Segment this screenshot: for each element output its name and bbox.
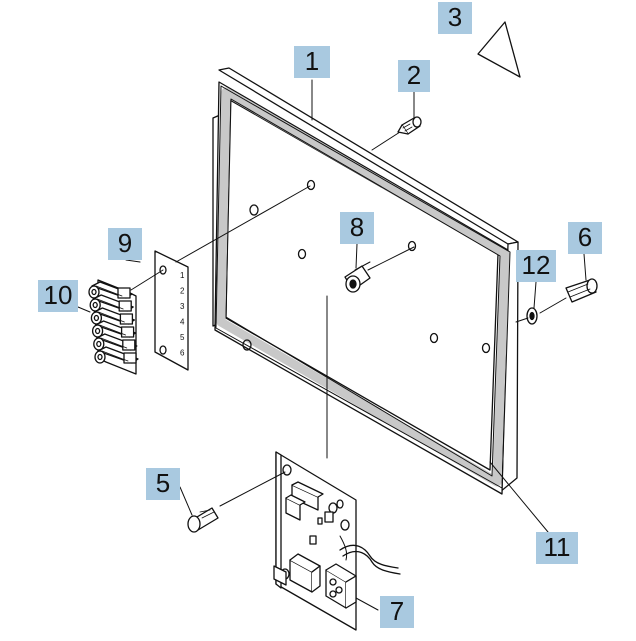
circuit-board — [273, 295, 401, 631]
spacer-sleeve — [344, 246, 415, 293]
panel-frame — [212, 67, 519, 495]
terminal-plate-number: 1 — [180, 271, 185, 280]
callout-8-label: 8 — [349, 212, 365, 242]
leader-lines — [77, 79, 587, 611]
terminal-plate-number: 2 — [180, 287, 185, 296]
callout-7-label: 7 — [389, 596, 405, 626]
callout-12: 12 — [516, 250, 556, 282]
terminal-plate-number: 5 — [180, 333, 185, 342]
callout-6-label: 6 — [577, 222, 593, 252]
triangle-symbol — [477, 21, 521, 78]
gasket-seal — [216, 87, 510, 487]
callout-9-label: 9 — [117, 228, 133, 258]
screw-top — [371, 116, 422, 151]
terminal-plate — [130, 185, 311, 371]
callout-5: 5 — [146, 468, 180, 500]
callout-12-label: 12 — [521, 250, 551, 280]
callout-6: 6 — [568, 222, 602, 254]
callout-11-label: 11 — [543, 532, 571, 562]
terminal-plate-number: 6 — [180, 349, 185, 358]
callout-7: 7 — [380, 596, 414, 628]
terminal-plate-number: 3 — [180, 302, 185, 311]
callout-11: 11 — [536, 532, 578, 564]
terminal-plate-number: 4 — [180, 318, 185, 327]
screw-right — [515, 278, 598, 325]
terminal-block — [88, 279, 139, 375]
callout-2-label: 2 — [406, 60, 422, 90]
callout-10-label: 10 — [43, 280, 73, 310]
screw-bottom — [187, 471, 286, 533]
callout-10: 10 — [38, 280, 78, 312]
callout-3-label: 3 — [447, 2, 463, 32]
callout-8: 8 — [340, 212, 374, 244]
callout-5-label: 5 — [155, 468, 171, 498]
callout-1-label: 1 — [304, 46, 320, 76]
callout-1: 1 — [294, 46, 330, 78]
callout-9: 9 — [108, 228, 142, 260]
callout-3: 3 — [438, 2, 472, 34]
callout-2: 2 — [398, 60, 430, 92]
terminal-plate-numbers: 1 2 3 4 5 6 — [180, 271, 185, 358]
